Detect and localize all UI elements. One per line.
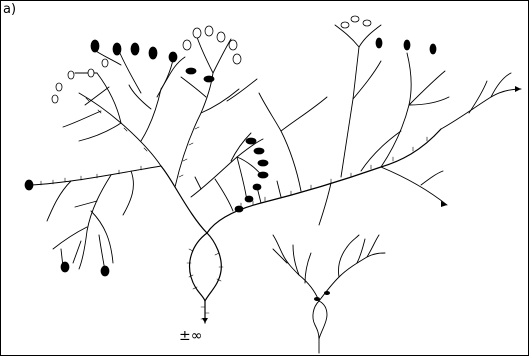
arrow-tips <box>202 86 521 323</box>
open-leaves <box>52 16 371 103</box>
left-lower-branch <box>29 166 161 271</box>
left-upper-branch <box>63 49 185 166</box>
center-upper-branch <box>175 37 257 187</box>
right-branch <box>257 25 521 225</box>
black-leaves <box>25 38 436 276</box>
main-trunk <box>161 129 441 323</box>
branch-ticks <box>41 98 427 319</box>
